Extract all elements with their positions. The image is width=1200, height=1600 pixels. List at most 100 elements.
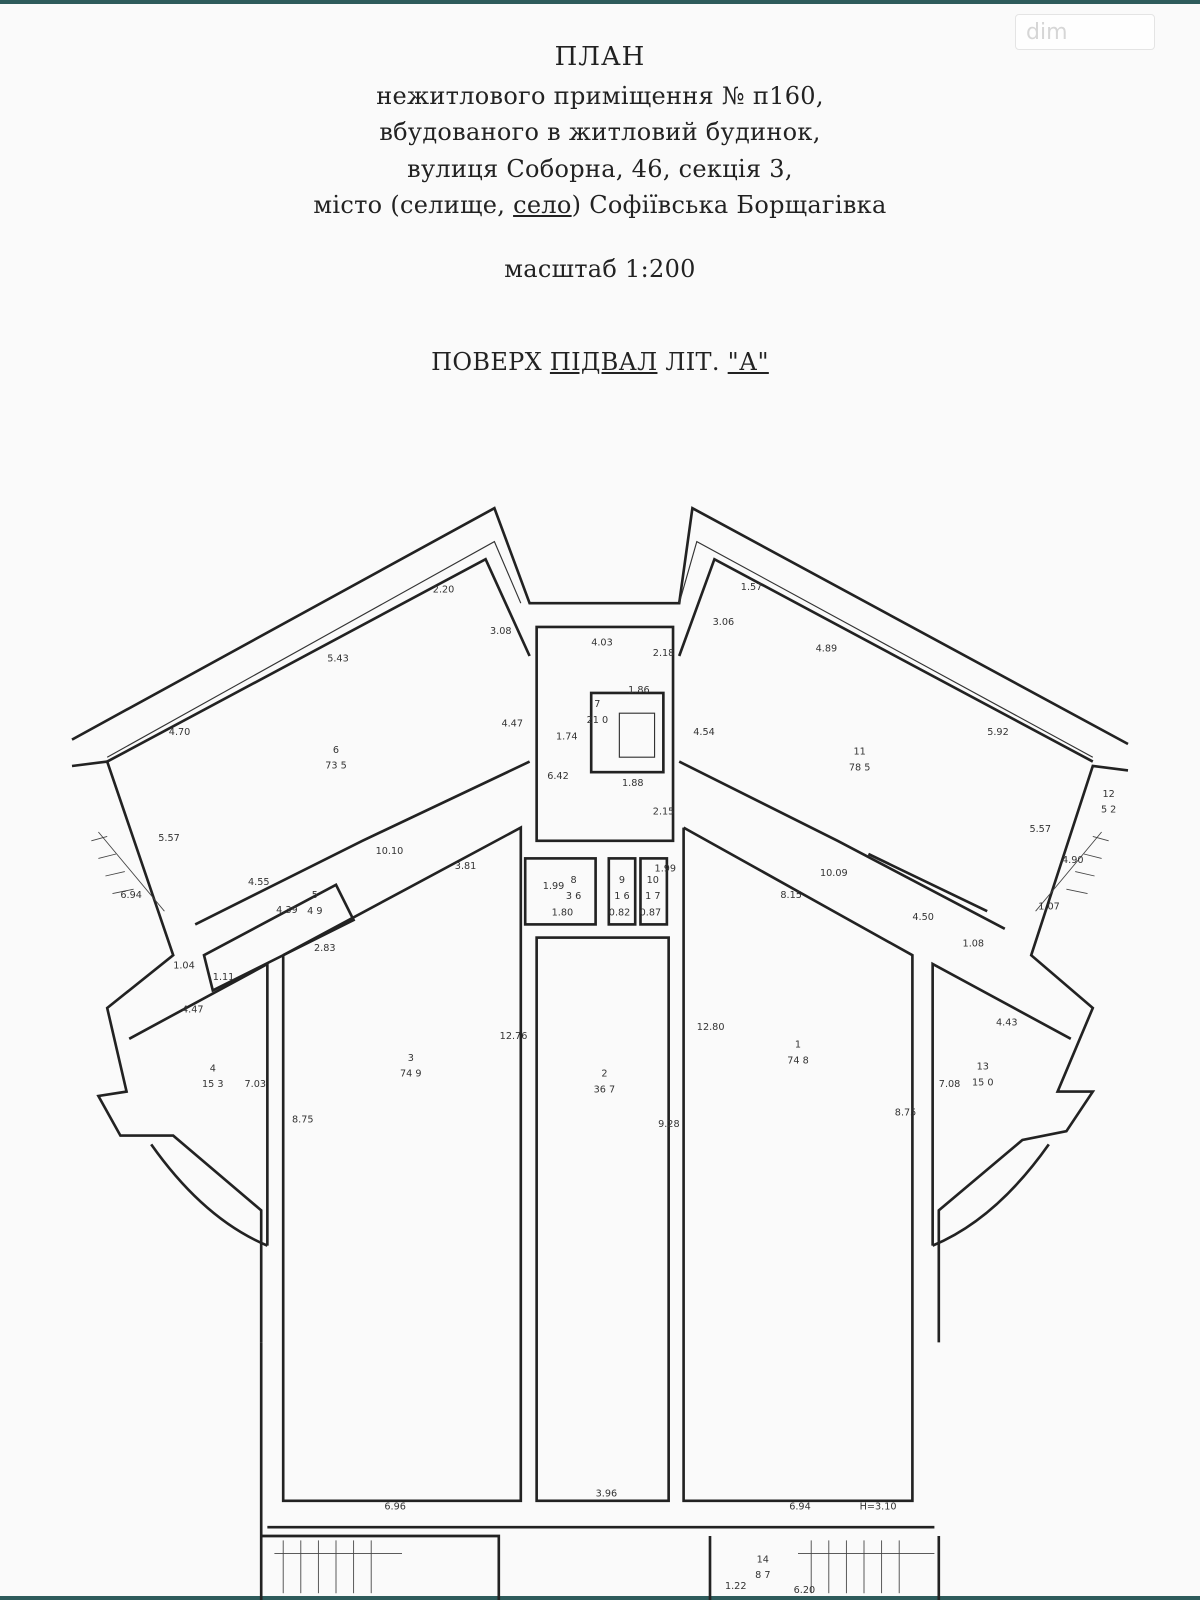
room-9-number: 9: [619, 875, 625, 886]
dim-label: 1.86: [628, 685, 650, 696]
room-12-area: 5 2: [1101, 805, 1116, 816]
room-3-number: 3: [408, 1053, 414, 1064]
room-4-area: 15 3: [202, 1079, 224, 1090]
dim-label: 9.28: [658, 1119, 680, 1130]
walls: [71, 506, 1129, 1600]
room-3-area: 74 9: [400, 1069, 422, 1080]
dim-label: 1.11: [213, 972, 235, 983]
plan-title: ПЛАН: [554, 42, 646, 72]
dim-label: 2.15: [653, 806, 675, 817]
room-11-number: 11: [853, 747, 865, 758]
dim-label: 4.50: [912, 912, 934, 923]
watermark-logo: dim: [1015, 14, 1155, 50]
dim-label: 6.94: [120, 890, 142, 901]
plan-subtitle-2: вбудованого в житловий будинок,: [379, 118, 821, 146]
floor-lit-value: "А": [727, 348, 769, 376]
dim-label: 4.54: [693, 727, 715, 738]
floor-prefix: ПОВЕРХ: [431, 348, 550, 376]
dim-label: 7.08: [939, 1079, 961, 1090]
room-10-number: 10: [647, 875, 659, 886]
dim-label: 1.04: [173, 960, 195, 971]
dim-label: 7.03: [244, 1079, 266, 1090]
settlement-name: ) Софіївська Борщагівка: [571, 191, 887, 219]
room-2-area: 36 7: [594, 1084, 616, 1095]
room-7-number: 7: [594, 699, 600, 710]
room-11-area: 78 5: [849, 762, 871, 773]
room-5-area: 4 9: [307, 906, 322, 917]
dim-label: 4.70: [169, 727, 191, 738]
dim-label: 12.76: [500, 1031, 528, 1042]
dim-label: 10.10: [376, 846, 404, 857]
floor-lit-label: ЛІТ.: [657, 348, 728, 376]
dim-label: 5.92: [987, 727, 1009, 738]
dim-label: 12.80: [697, 1022, 725, 1033]
room-13-number: 13: [977, 1062, 989, 1073]
dim-label: 8.15: [780, 890, 802, 901]
dim-label: 1.99: [655, 864, 677, 875]
dim-label: 1.07: [1038, 901, 1060, 912]
room-8-area: 3 6: [566, 891, 581, 902]
dim-label: 8.75: [895, 1107, 917, 1118]
room-5-number: 5: [312, 890, 318, 901]
dim-label: 1.99: [543, 881, 565, 892]
dim-label: 4.39: [276, 905, 298, 916]
dim-label: 3.06: [713, 617, 735, 628]
room-1-area: 74 8: [787, 1055, 809, 1066]
dim-label: 0.87: [640, 908, 662, 919]
room-10-area: 1 7: [645, 891, 660, 902]
dim-label: 6.20: [794, 1585, 816, 1596]
bottom-border: [0, 1596, 1200, 1600]
dim-label: 2.20: [433, 585, 455, 596]
room-12-number: 12: [1102, 789, 1114, 800]
dim-label: 3.96: [596, 1488, 618, 1499]
dim-label: 8.75: [292, 1114, 314, 1125]
plan-settlement: місто (селище, село) Софіївська Борщагів…: [0, 191, 1200, 219]
settlement-type: село: [513, 191, 572, 219]
room-4-number: 4: [210, 1063, 216, 1074]
room-14-number: 14: [757, 1554, 769, 1565]
dim-label: 1.57: [741, 582, 763, 593]
dim-label: 1.80: [552, 908, 574, 919]
floor-value: ПІДВАЛ: [549, 348, 658, 376]
dim-label: 0.82: [609, 908, 631, 919]
dim-label: 4.47: [182, 1004, 204, 1015]
room-13-area: 15 0: [972, 1077, 994, 1088]
dim-label: 2.83: [314, 943, 336, 954]
room-14-area: 8 7: [755, 1570, 770, 1581]
dim-label: 3.81: [455, 861, 477, 872]
ceiling-height: H=3.10: [860, 1502, 897, 1513]
dim-label: 6.96: [384, 1502, 406, 1513]
dimension-labels: 2.20 5.43 3.08 4.70 4.47 5.57 6.94 1.04 …: [120, 582, 1083, 1596]
dim-label: 1.08: [963, 938, 985, 949]
dim-label: 4.43: [996, 1018, 1018, 1029]
top-border: [0, 0, 1200, 4]
dim-label: 1.22: [725, 1581, 747, 1592]
dim-label: 4.47: [501, 718, 523, 729]
room-9-area: 1 6: [614, 891, 629, 902]
dim-label: 1.74: [556, 732, 578, 743]
room-7-area: 21 0: [587, 715, 609, 726]
room-8-number: 8: [571, 875, 577, 886]
dim-label: 6.42: [547, 771, 569, 782]
dim-label: 4.03: [591, 637, 613, 648]
stairs: [91, 831, 1109, 1594]
plan-scale: масштаб 1:200: [504, 255, 696, 283]
room-labels: 6 73 5 7 21 0 11 78 5 12 5 2 5 4 9 8 3 6…: [202, 699, 1116, 1581]
dim-label: 5.57: [158, 833, 180, 844]
dim-label: 4.89: [816, 644, 838, 655]
dim-label: 2.18: [653, 648, 675, 659]
room-2-number: 2: [601, 1069, 607, 1080]
plan-address: вулиця Соборна, 46, секція 3,: [407, 155, 793, 183]
dim-label: 1.88: [622, 778, 644, 789]
dim-label: 4.55: [248, 877, 270, 888]
dim-label: 4.90: [1062, 855, 1084, 866]
room-6-area: 73 5: [325, 761, 347, 772]
plan-subtitle-1: нежитлового приміщення № п160,: [376, 82, 824, 110]
dim-label: 3.08: [490, 626, 512, 637]
dim-label: 10.09: [820, 868, 848, 879]
dim-label: 5.57: [1029, 824, 1051, 835]
floor-label: ПОВЕРХ ПІДВАЛ ЛІТ. "А": [0, 348, 1200, 376]
dim-label: 5.43: [327, 653, 349, 664]
room-1-number: 1: [795, 1040, 801, 1051]
